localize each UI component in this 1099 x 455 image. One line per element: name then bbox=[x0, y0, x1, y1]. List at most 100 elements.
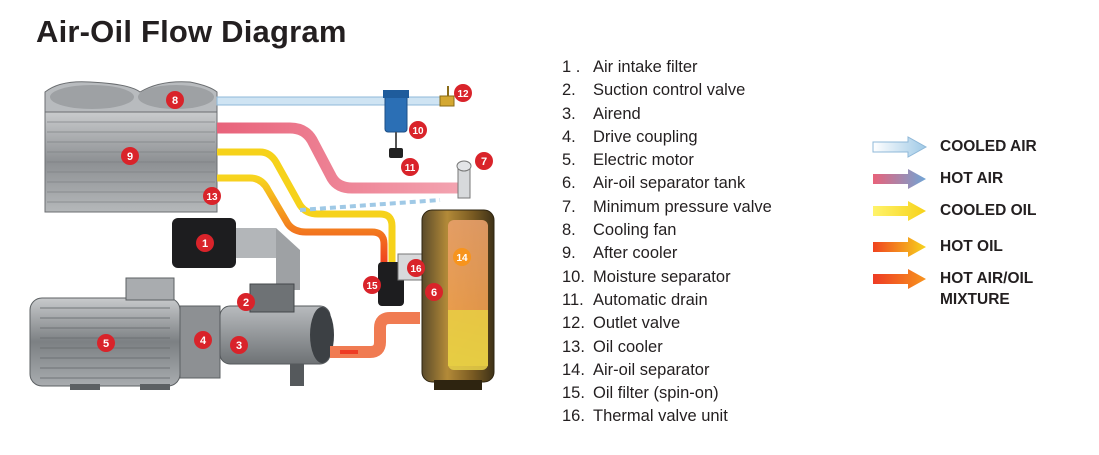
part-label: Suction control valve bbox=[593, 81, 746, 100]
part-number: 14. bbox=[562, 360, 585, 379]
part-item: 4. Drive coupling bbox=[562, 126, 772, 149]
outlet-valve bbox=[439, 86, 455, 107]
part-item: 11.Automatic drain bbox=[562, 289, 772, 312]
cooled-air-line bbox=[216, 96, 446, 106]
marker-9-text: 9 bbox=[127, 151, 133, 163]
part-item: 5. Electric motor bbox=[562, 149, 772, 172]
legend-label: HOT AIR/OIL MIXTURE bbox=[940, 270, 1033, 308]
marker-7-text: 7 bbox=[481, 156, 487, 168]
marker-16: 16 bbox=[407, 259, 425, 277]
part-item: 12. Outlet valve bbox=[562, 312, 772, 335]
part-number: 3. bbox=[562, 104, 576, 123]
marker-14: 14 bbox=[453, 248, 471, 266]
legend-label: COOLED OIL bbox=[940, 202, 1037, 219]
marker-8-text: 8 bbox=[172, 95, 178, 107]
part-item: 2. Suction control valve bbox=[562, 79, 772, 102]
compressor-diagram: 1 2 3 4 5 6 7 8 9 10 11 12 13 14 15 16 bbox=[29, 81, 495, 390]
part-item: 14. Air-oil separator bbox=[562, 359, 772, 382]
parts-list: 1 . Air intake filter 2. Suction control va… bbox=[562, 56, 772, 429]
marker-3: 3 bbox=[230, 336, 248, 354]
part-item: 7. Minimum pressure valve bbox=[562, 196, 772, 219]
marker-6-text: 6 bbox=[431, 287, 437, 299]
legend-arrow-icon bbox=[873, 237, 926, 257]
marker-12: 12 bbox=[454, 84, 472, 102]
cooled-oil-line bbox=[217, 148, 396, 262]
marker-9: 9 bbox=[121, 147, 139, 165]
marker-13: 13 bbox=[203, 187, 221, 205]
marker-3-text: 3 bbox=[236, 340, 242, 352]
marker-11-text: 11 bbox=[405, 163, 416, 174]
marker-10-text: 10 bbox=[412, 126, 424, 137]
legend-label: COOLED AIR bbox=[940, 138, 1037, 155]
electric-motor bbox=[29, 277, 221, 390]
part-label: Thermal valve unit bbox=[593, 407, 728, 426]
marker-14-text: 14 bbox=[456, 253, 468, 264]
part-label: Oil filter (spin-on) bbox=[593, 384, 719, 403]
marker-4: 4 bbox=[194, 331, 212, 349]
marker-11: 11 bbox=[401, 158, 419, 176]
marker-5: 5 bbox=[97, 334, 115, 352]
marker-13-text: 13 bbox=[206, 192, 218, 203]
part-number: 4. bbox=[562, 127, 576, 146]
minimum-pressure-valve bbox=[456, 160, 472, 199]
part-number: 6. bbox=[562, 174, 576, 193]
part-label: Minimum pressure valve bbox=[593, 197, 772, 216]
marker-12-text: 12 bbox=[457, 89, 469, 100]
part-label: Oil cooler bbox=[593, 337, 663, 356]
hot-mixture-line bbox=[330, 312, 420, 358]
marker-2-text: 2 bbox=[243, 297, 249, 309]
marker-1: 1 bbox=[196, 234, 214, 252]
part-item: 15.Oil filter (spin-on) bbox=[562, 382, 772, 405]
marker-6: 6 bbox=[425, 283, 443, 301]
part-item: 8. Cooling fan bbox=[562, 219, 772, 242]
part-label: Drive coupling bbox=[593, 127, 698, 146]
part-number: 8. bbox=[562, 221, 576, 240]
part-item: 16. Thermal valve unit bbox=[562, 405, 772, 428]
part-item: 13. Oil cooler bbox=[562, 336, 772, 359]
legend-arrow-icon bbox=[873, 169, 926, 189]
page-title: Air-Oil Flow Diagram bbox=[36, 14, 347, 49]
part-label: Airend bbox=[593, 104, 641, 123]
legend-label: HOT AIR bbox=[940, 170, 1004, 187]
part-label: Air intake filter bbox=[593, 58, 698, 76]
part-number: 16. bbox=[562, 407, 585, 426]
part-item: 6.Air-oil separator tank bbox=[562, 172, 772, 195]
part-item: 1 . Air intake filter bbox=[562, 56, 772, 79]
part-label: Air-oil separator bbox=[593, 360, 710, 379]
legend-arrow-icon bbox=[873, 201, 926, 221]
part-item: 3. Airend bbox=[562, 103, 772, 126]
marker-15-text: 15 bbox=[366, 281, 378, 292]
legend-arrow-icon bbox=[872, 136, 928, 158]
part-number: 1 . bbox=[562, 58, 581, 76]
part-number: 9. bbox=[562, 244, 576, 263]
part-label: After cooler bbox=[593, 244, 678, 263]
marker-8: 8 bbox=[166, 91, 184, 109]
part-label: Cooling fan bbox=[593, 221, 677, 240]
part-number: 12. bbox=[562, 314, 585, 333]
marker-2: 2 bbox=[237, 293, 255, 311]
legend-arrow-icon bbox=[873, 269, 926, 289]
part-label: Electric motor bbox=[593, 151, 694, 170]
part-item: 9. After cooler bbox=[562, 242, 772, 265]
marker-7: 7 bbox=[475, 152, 493, 170]
legend-label: HOT OIL bbox=[940, 238, 1003, 255]
part-number: 10. bbox=[562, 267, 585, 286]
part-number: 13. bbox=[562, 337, 585, 356]
oil-cooler-line bbox=[217, 174, 388, 262]
marker-16-text: 16 bbox=[410, 264, 422, 275]
part-number: 5. bbox=[562, 151, 576, 170]
part-number: 11. bbox=[562, 290, 584, 309]
part-number: 2. bbox=[562, 81, 576, 100]
marker-4-text: 4 bbox=[200, 335, 207, 347]
air-intake-filter bbox=[172, 218, 300, 290]
part-item: 10. Moisture separator bbox=[562, 266, 772, 289]
marker-15: 15 bbox=[363, 276, 381, 294]
hot-air-line bbox=[217, 122, 458, 194]
cooling-fan bbox=[44, 81, 218, 113]
marker-5-text: 5 bbox=[103, 338, 109, 350]
part-number: 7. bbox=[562, 197, 576, 216]
moisture-separator bbox=[383, 90, 409, 158]
airend bbox=[219, 283, 334, 386]
part-label: Moisture separator bbox=[593, 267, 731, 286]
part-label: Outlet valve bbox=[593, 314, 681, 333]
